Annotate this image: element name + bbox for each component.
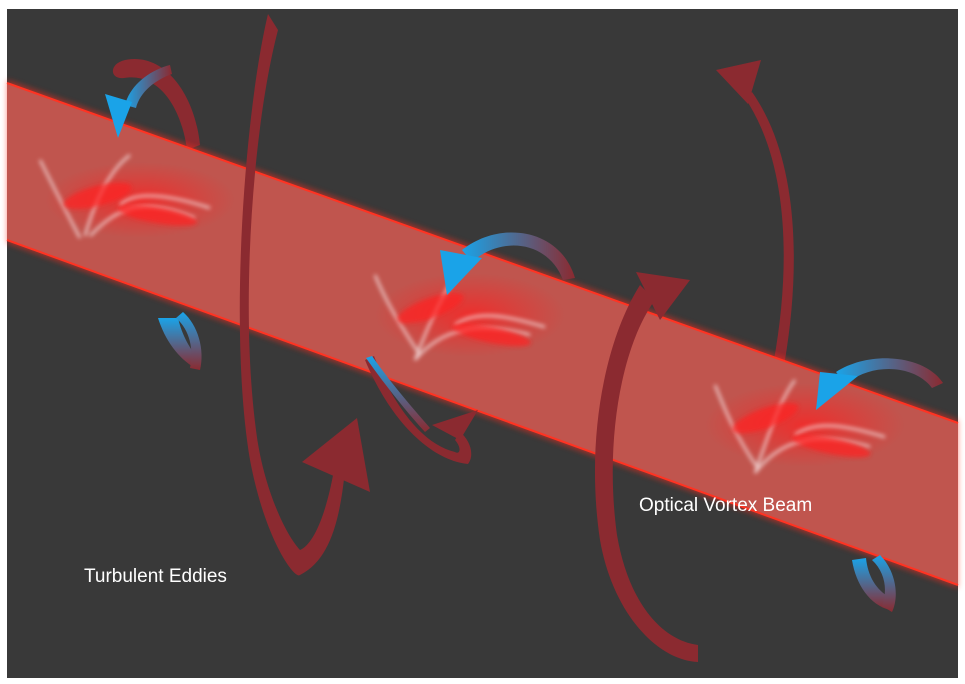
beam-label: Optical Vortex Beam (639, 495, 812, 517)
eddies-label: Turbulent Eddies (84, 566, 227, 588)
